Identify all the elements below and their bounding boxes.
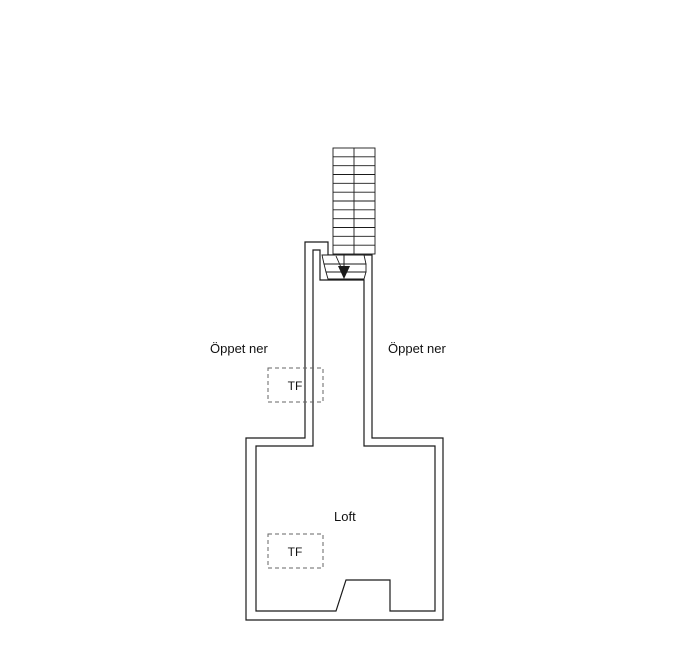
tf-label-upper: TF: [288, 379, 303, 393]
outer-wall: [245, 241, 444, 621]
tf-box-upper: [267, 367, 324, 403]
room-label: Loft: [334, 509, 356, 524]
open-below-left-label: Öppet ner: [210, 341, 268, 356]
inner-wall: [255, 249, 436, 612]
staircase: [321, 147, 376, 280]
tf-label-lower: TF: [288, 545, 303, 559]
open-below-right-label: Öppet ner: [388, 341, 446, 356]
tf-box-lower: [267, 533, 324, 569]
stair-arrow: [338, 254, 350, 279]
